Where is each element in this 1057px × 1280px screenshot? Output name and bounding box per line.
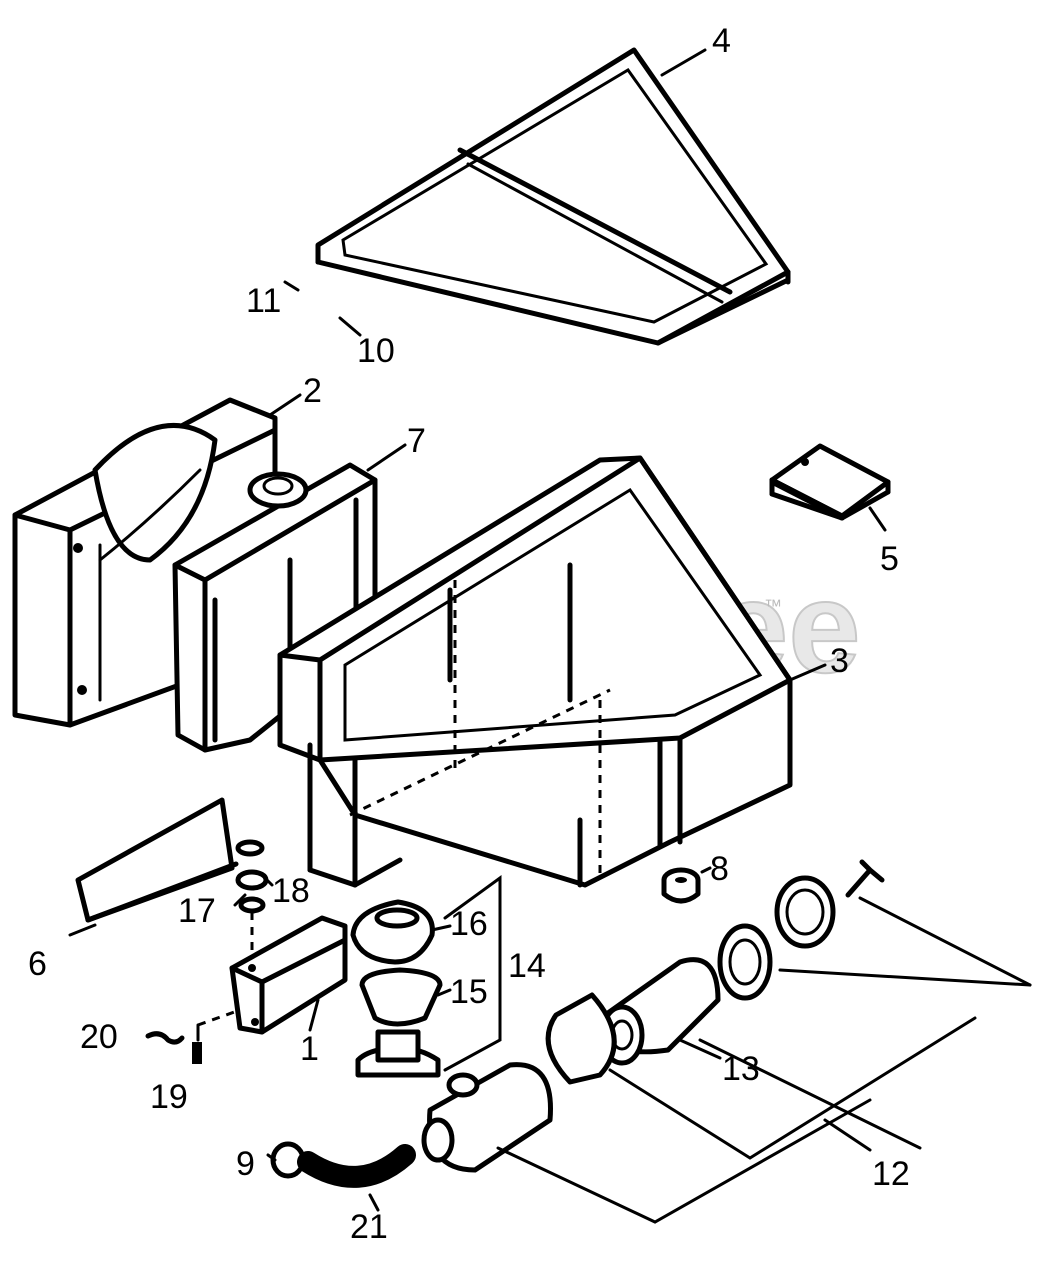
label-part-1: 1 [300, 1030, 319, 1068]
part-4-top-cover [315, 47, 791, 346]
air-cleaner-body [421, 1062, 553, 1173]
watermark-trademark: ™ [764, 596, 782, 616]
label-part-17: 17 [178, 892, 216, 930]
label-part-7: 7 [407, 422, 426, 460]
label-part-9: 9 [236, 1145, 255, 1183]
part-12-bracket-lines [496, 896, 1032, 1224]
label-part-18: 18 [272, 872, 310, 910]
label-part-19: 19 [150, 1078, 188, 1116]
part-13-filter [545, 957, 721, 1085]
part-6-baffle [75, 797, 239, 923]
leader-lines [68, 48, 887, 1212]
part-19-20-fasteners [145, 1008, 241, 1064]
label-part-14: 14 [508, 947, 546, 985]
part-8-bushing [661, 867, 701, 904]
label-part-11: 11 [246, 282, 281, 320]
label-part-5: 5 [880, 540, 899, 578]
label-part-15: 15 [450, 973, 488, 1011]
label-part-21: 21 [350, 1208, 388, 1246]
part-14-16-valve [350, 875, 502, 1078]
part-9-21-hose [270, 1141, 416, 1188]
part-12-clamp-rings [717, 859, 885, 1001]
label-part-13: 13 [722, 1050, 760, 1088]
label-part-12: 12 [872, 1155, 910, 1193]
part-5-pad [769, 443, 891, 521]
label-part-20: 20 [80, 1018, 118, 1056]
label-part-10: 10 [357, 332, 395, 370]
part-labels: 4 11 10 2 7 5 3 8 18 17 16 14 6 15 20 1 … [28, 22, 910, 1246]
label-part-8: 8 [710, 850, 729, 888]
label-part-16: 16 [450, 905, 488, 943]
part-1-bracket [229, 915, 348, 1035]
label-part-6: 6 [28, 945, 47, 983]
label-part-3: 3 [830, 642, 849, 680]
part-3-housing [277, 455, 793, 888]
label-part-2: 2 [303, 372, 322, 410]
label-part-4: 4 [712, 22, 731, 60]
part-17-18-washers [235, 839, 269, 960]
